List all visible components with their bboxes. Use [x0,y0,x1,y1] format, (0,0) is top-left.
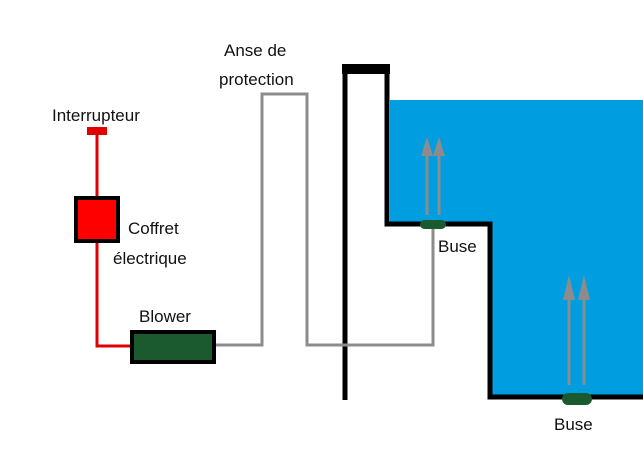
pool-wall-coping [342,64,390,74]
label-box-line1: Coffret [128,219,179,238]
label-nozzle-upper: Buse [438,237,477,256]
label-nozzle-lower: Buse [554,415,593,434]
label-switch: Interrupteur [52,106,140,125]
air-arrows-lower [563,275,590,385]
air-arrows-upper [421,137,445,215]
pool-water [390,100,643,395]
air-pipe [213,92,435,347]
electrical-box [74,196,120,243]
label-blower: Blower [139,307,191,326]
nozzle-lower [562,393,592,405]
label-loop-line2: protection [219,70,294,89]
blower-unit [130,330,216,364]
nozzle-upper [420,220,446,229]
label-loop-line1: Anse de [224,41,286,60]
switch-icon [87,127,107,135]
label-box-line2: électrique [113,249,187,268]
